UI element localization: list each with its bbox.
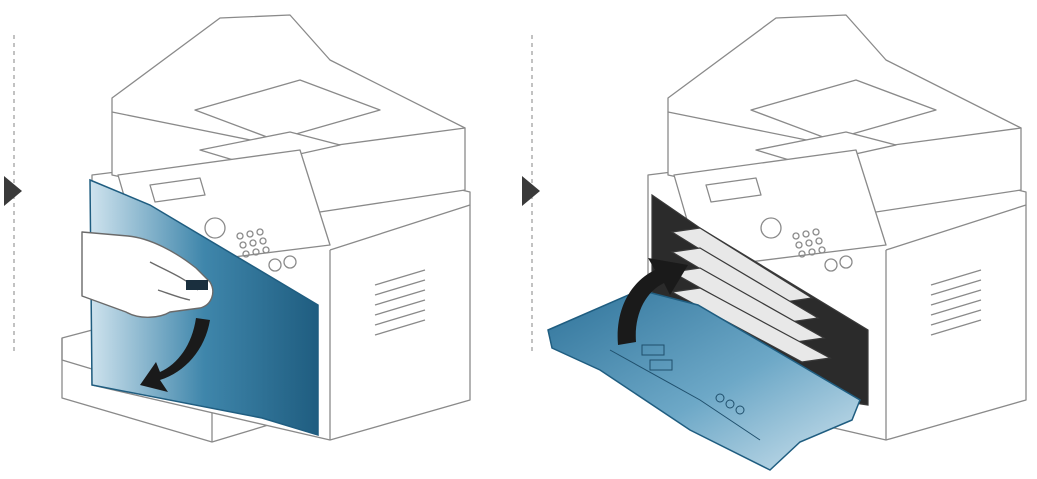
- printer-body-side: [885, 204, 1027, 440]
- printer-body-side: [329, 204, 471, 440]
- hand-pulling-cover-icon: [81, 231, 214, 318]
- side-vent: [374, 269, 426, 336]
- keypad: [792, 228, 853, 272]
- dial-button: [204, 217, 226, 239]
- open-direction-arrow-icon: [140, 318, 210, 392]
- cover-handle-recess: [186, 280, 208, 290]
- step-2: [522, 14, 1027, 471]
- toner-cartridge-bay: [651, 193, 869, 406]
- toner-cartridge-4: [670, 287, 832, 363]
- printer-illustration-2: [647, 14, 1027, 441]
- close-direction-arrow-icon: [617, 258, 688, 345]
- adf-cover: [111, 14, 466, 151]
- step-2-marker-triangle-right-icon: [522, 176, 540, 206]
- dial-button: [760, 217, 782, 239]
- lcd-display: [705, 177, 762, 203]
- step-1: [4, 14, 471, 443]
- step-1-marker-triangle-right-icon: [4, 176, 22, 206]
- keypad: [236, 228, 297, 272]
- door-details: [609, 344, 761, 441]
- side-vent: [930, 269, 982, 336]
- adf-tray: [750, 79, 937, 141]
- adf-tray: [194, 79, 381, 141]
- adf-cover: [667, 14, 1022, 151]
- lcd-display: [149, 177, 206, 203]
